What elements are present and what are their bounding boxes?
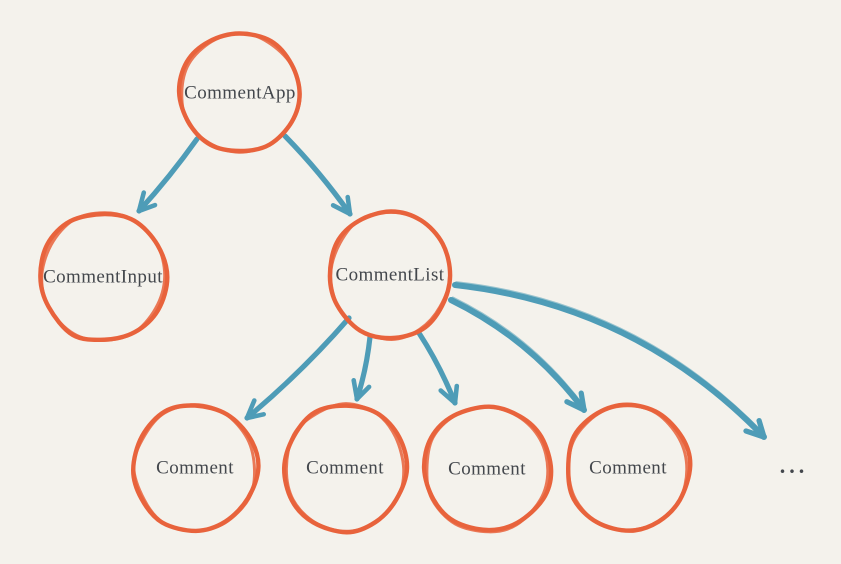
node-label-comment-input: CommentInput bbox=[43, 267, 163, 288]
node-comment-1: Comment bbox=[130, 403, 261, 534]
node-circle-sketch-overlay bbox=[40, 211, 167, 343]
edge-line bbox=[416, 330, 458, 406]
edge-comment-app-to-comment-input bbox=[136, 136, 200, 214]
node-label-comment-2: Comment bbox=[306, 458, 384, 479]
node-comment-3: Comment bbox=[421, 404, 554, 534]
node-circle-sketch-overlay bbox=[567, 404, 689, 532]
node-label-comment-app: CommentApp bbox=[184, 83, 296, 104]
edge-comment-app-to-comment-list bbox=[282, 133, 353, 217]
arrowhead bbox=[438, 383, 460, 406]
arrowhead bbox=[330, 194, 353, 217]
edge-comment-list-to-comment-4 bbox=[448, 296, 587, 413]
node-circle-sketch-overlay bbox=[132, 403, 257, 533]
edge-line bbox=[244, 315, 352, 421]
arrowhead bbox=[136, 190, 158, 214]
edge-comment-list-to-comment-1 bbox=[244, 315, 352, 421]
ellipsis-more-nodes: ... bbox=[780, 453, 809, 478]
node-label-comment-1: Comment bbox=[156, 458, 234, 479]
node-label-comment-3: Comment bbox=[448, 459, 526, 480]
node-circle-sketch-overlay bbox=[425, 405, 550, 534]
edges-layer bbox=[136, 133, 767, 440]
node-comment-4: Comment bbox=[565, 402, 693, 533]
node-label-comment-list: CommentList bbox=[336, 265, 445, 286]
edge-line bbox=[354, 334, 373, 402]
edge-line bbox=[448, 297, 587, 413]
edge-comment-list-to-ellipsis bbox=[452, 281, 767, 440]
arrowhead bbox=[564, 390, 587, 413]
node-label-comment-4: Comment bbox=[589, 458, 667, 479]
node-comment-list: CommentList bbox=[327, 209, 453, 342]
arrowhead bbox=[743, 417, 767, 440]
node-circle-sketch-overlay bbox=[284, 402, 406, 533]
node-circle-sketch-overlay bbox=[180, 31, 302, 154]
node-comment-2: Comment bbox=[281, 402, 410, 535]
edge-line bbox=[282, 133, 353, 217]
arrowhead bbox=[351, 378, 372, 402]
edge-comment-list-to-comment-3 bbox=[416, 330, 460, 406]
node-circle-sketch-overlay bbox=[329, 210, 452, 342]
edge-line bbox=[136, 136, 200, 214]
arrowhead bbox=[244, 398, 266, 421]
node-comment-app: CommentApp bbox=[176, 31, 302, 154]
node-comment-input: CommentInput bbox=[38, 211, 170, 343]
edge-line-sketch-overlay bbox=[455, 281, 767, 437]
edge-line bbox=[452, 282, 767, 440]
edge-comment-list-to-comment-2 bbox=[351, 334, 373, 402]
edge-line-sketch-overlay bbox=[451, 296, 587, 410]
